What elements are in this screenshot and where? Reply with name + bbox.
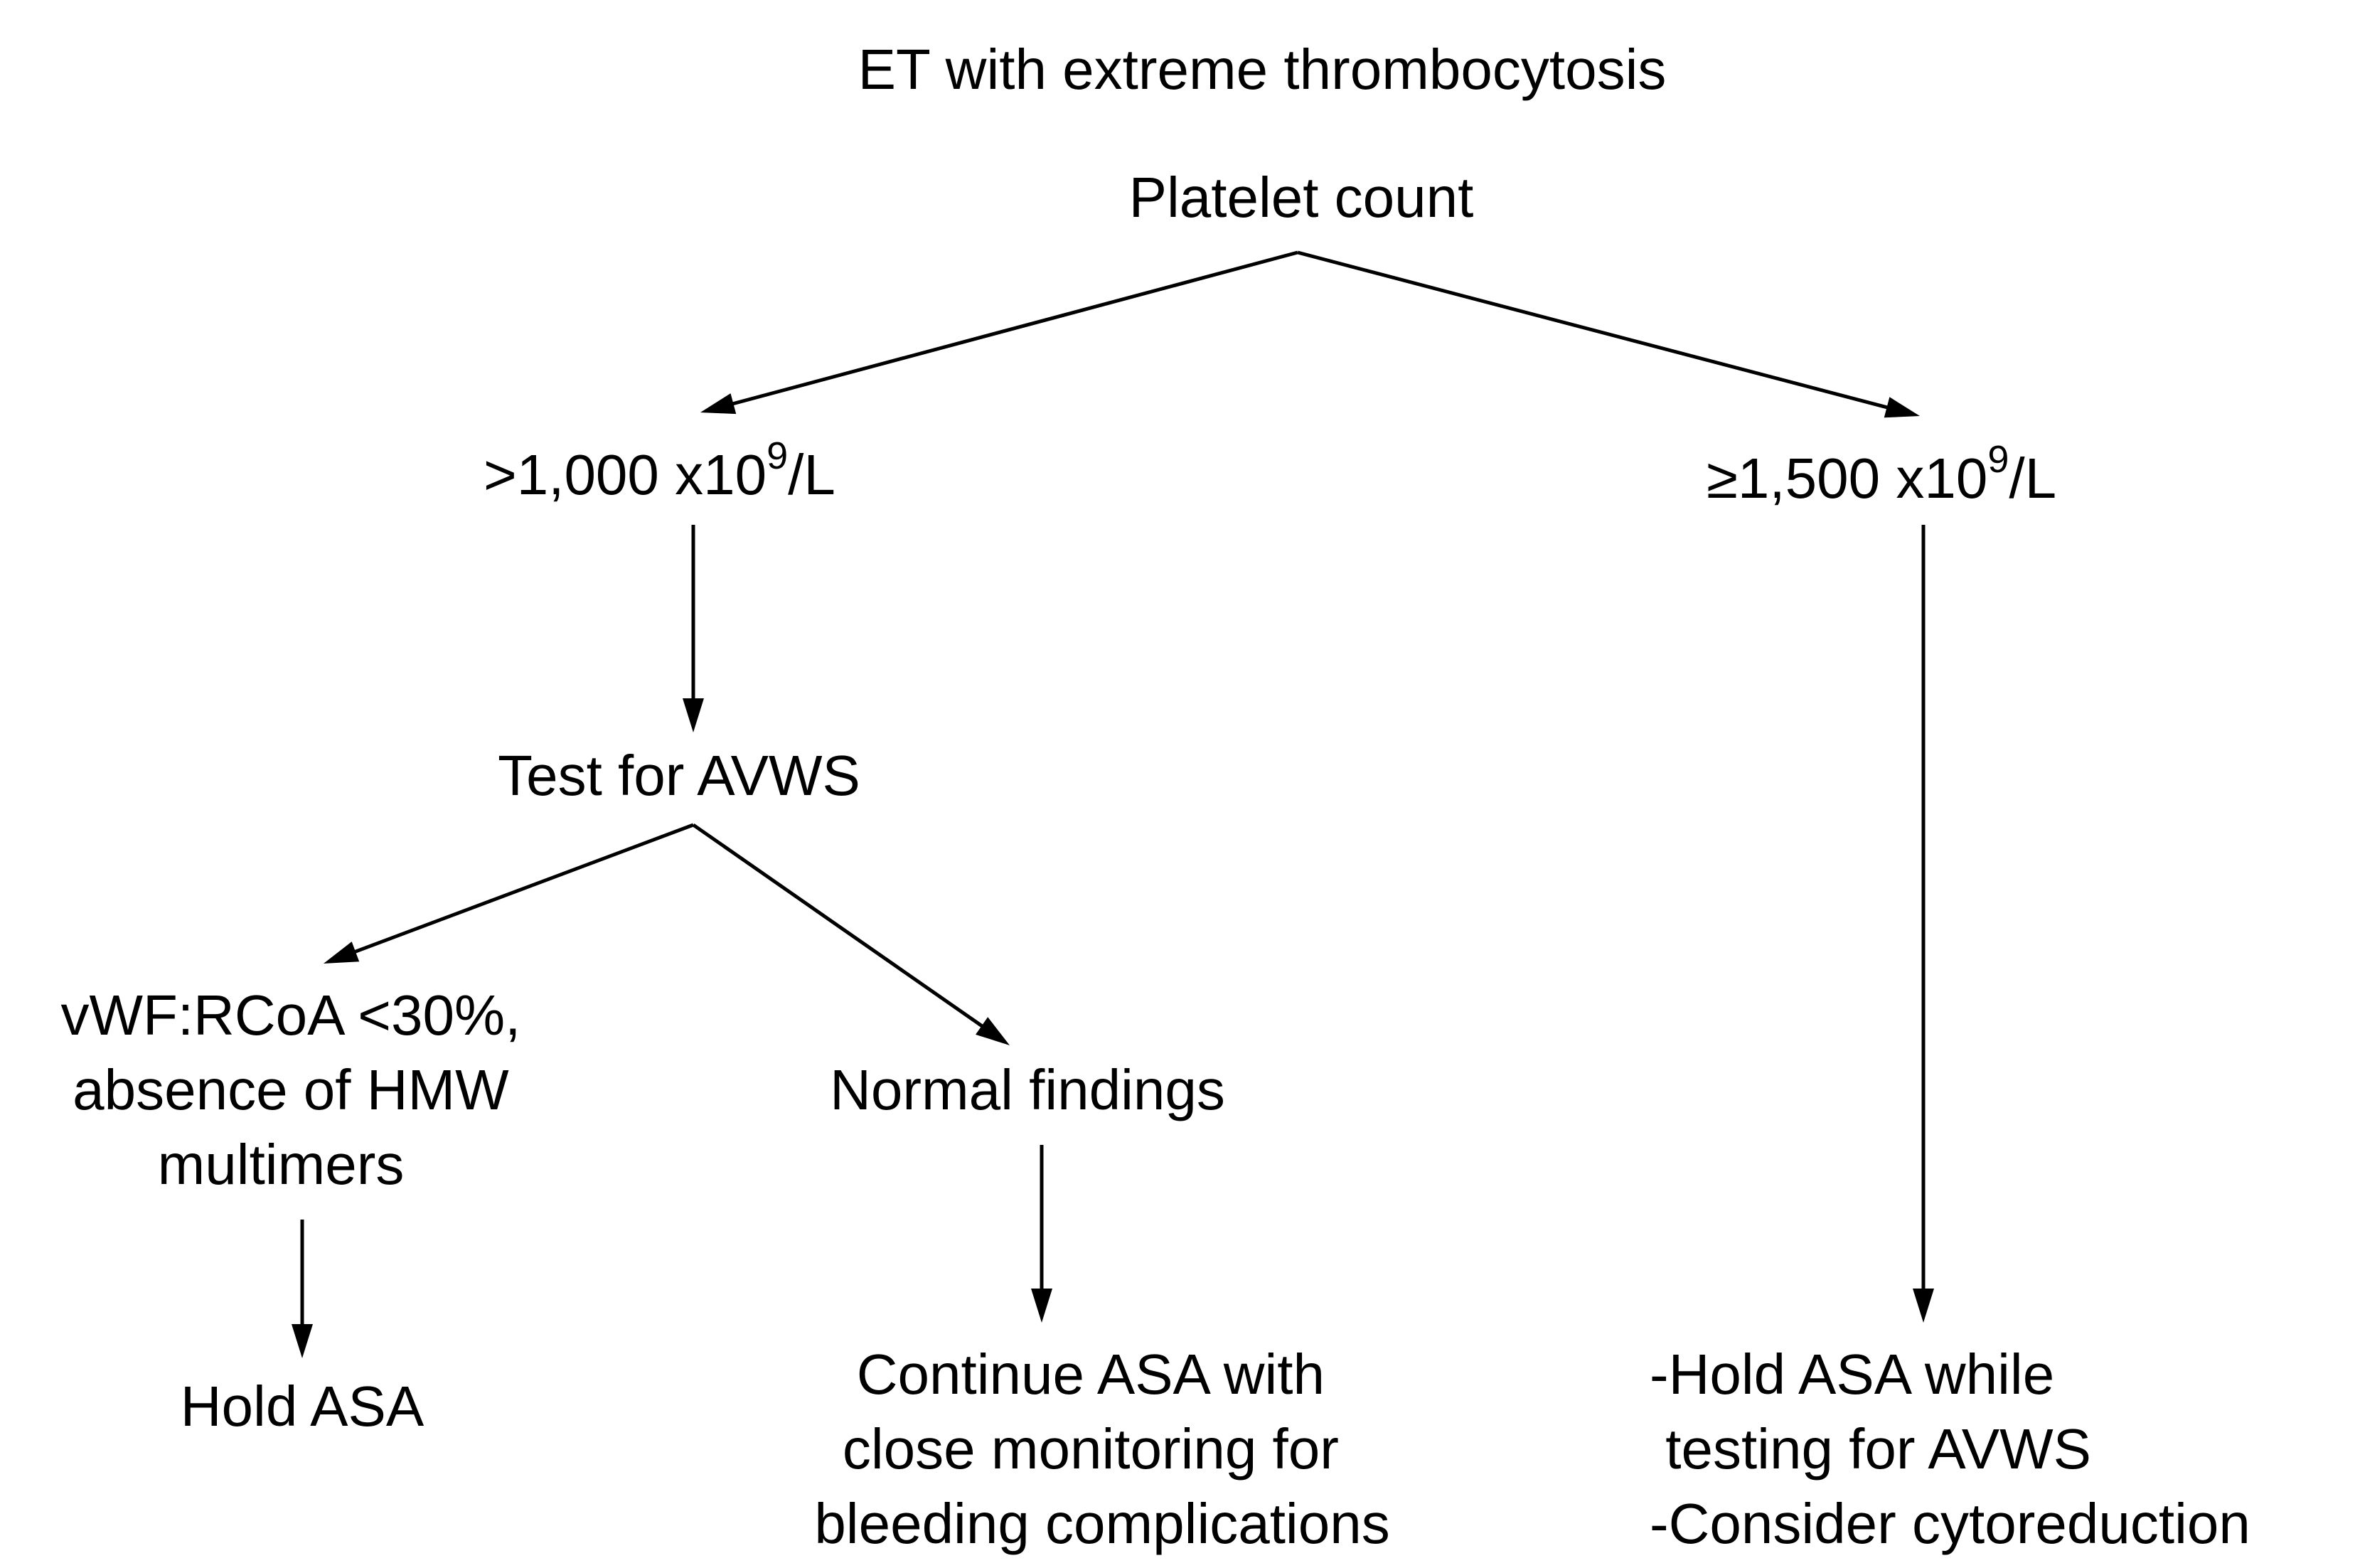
node-continue-asa-line: Continue ASA with: [857, 1343, 1325, 1406]
edge-normal-findings-to-continue-asa: [1031, 1145, 1052, 1323]
node-platelets-over-1500: ≥1,500 x109/L: [1707, 438, 2056, 510]
node-platelet-count: Platelet count: [1129, 166, 1474, 229]
arrowhead: [1913, 1289, 1934, 1323]
node-hold-asa-consider-cytoreduction-line: -Consider cytoreduction: [1650, 1492, 2250, 1555]
arrowhead: [976, 1017, 1010, 1045]
node-platelets-over-1000-value: >1,000 x10: [484, 443, 767, 506]
arrow-shaft: [352, 823, 694, 954]
node-continue-asa-line: bleeding complications: [814, 1492, 1389, 1555]
node-platelets-over-1000: >1,000 x109/L: [484, 434, 835, 506]
node-platelets-over-1500-value: ≥1,500 x10: [1707, 447, 1987, 510]
arrowhead: [292, 1324, 313, 1358]
node-hold-asa-consider-cytoreduction-line: testing for AVWS: [1650, 1417, 2091, 1481]
node-hold-asa: Hold ASA: [181, 1375, 424, 1438]
node-abnormal-findings-line: absence of HMW: [73, 1058, 509, 1121]
arrow-shaft: [692, 823, 986, 1029]
edge-test-for-avws-to-abnormal-findings: [324, 823, 694, 964]
node-abnormal-findings-line: vWF:RCoA <30%,: [60, 983, 520, 1047]
arrowhead: [683, 698, 704, 732]
arrowhead: [324, 942, 360, 964]
node-normal-findings: Normal findings: [830, 1058, 1225, 1121]
node-hold-asa-consider-cytoreduction: -Hold ASA while testing for AVWS -Consid…: [1650, 1343, 2250, 1555]
node-hold-asa-consider-cytoreduction-line: -Hold ASA while: [1650, 1343, 2054, 1406]
node-test-for-avws: Test for AVWS: [498, 744, 860, 807]
node-abnormal-findings: vWF:RCoA <30%, absence of HMW multimers: [60, 983, 536, 1196]
edge-abnormal-findings-to-hold-asa: [292, 1220, 313, 1358]
edge-platelet-count-to-over-1500: [1297, 250, 1920, 418]
node-platelets-over-1000-unit: /L: [788, 443, 835, 506]
node-platelets-over-1000-exponent: 9: [767, 434, 788, 477]
arrow-shaft: [730, 250, 1298, 407]
node-platelets-over-1500-exponent: 9: [1987, 438, 2009, 481]
arrowhead: [1031, 1289, 1052, 1323]
node-platelets-over-1500-unit: /L: [2009, 447, 2056, 510]
edge-over-1000-to-test-for-avws: [683, 525, 704, 732]
node-continue-asa-line: close monitoring for: [843, 1417, 1339, 1481]
node-continue-asa: Continue ASA with close monitoring for b…: [814, 1343, 1389, 1555]
diagram-title: ET with extreme thrombocytosis: [858, 38, 1667, 101]
node-abnormal-findings-line: multimers: [158, 1133, 405, 1196]
edge-test-for-avws-to-normal-findings: [692, 823, 1010, 1045]
arrow-shaft: [1297, 250, 1891, 410]
edge-platelet-count-to-over-1000: [700, 250, 1298, 415]
arrowhead: [1884, 397, 1920, 418]
edge-over-1500-to-hold-asa-consider-cytoreduction: [1913, 525, 1934, 1323]
arrowhead: [700, 393, 737, 415]
